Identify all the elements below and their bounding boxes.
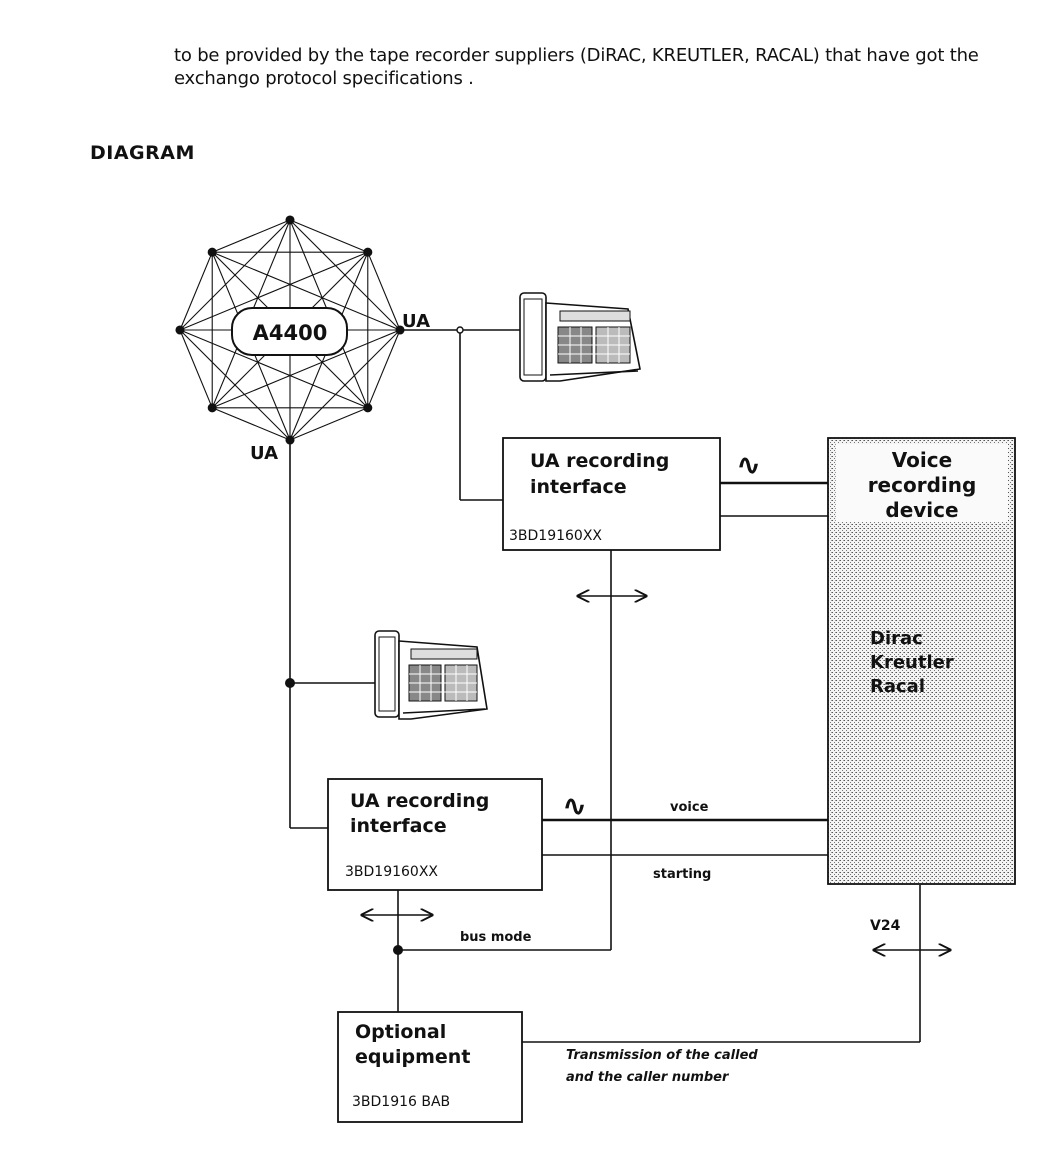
- mesh-node: [175, 325, 185, 335]
- mesh-link: [367, 329, 401, 408]
- mesh-link: [212, 407, 291, 441]
- wave-symbol: ∿: [736, 448, 761, 483]
- junction-dot: [393, 945, 403, 955]
- transmission-label: Transmission of the called: [566, 1048, 758, 1063]
- mesh-link: [289, 219, 368, 253]
- interface-title: interface: [530, 476, 627, 498]
- device-label: Voice: [892, 448, 952, 472]
- voice-line-label: voice: [670, 800, 709, 815]
- wave-symbol: ∿: [562, 789, 587, 824]
- mesh-link: [179, 329, 291, 441]
- device-label: device: [885, 498, 958, 522]
- mesh-node: [363, 403, 373, 413]
- optional-title: Optional: [355, 1021, 446, 1043]
- telephone-icon: [519, 292, 641, 382]
- mesh-link: [212, 329, 401, 409]
- mesh-link: [212, 219, 291, 253]
- interface-ref: 3BD19160XX: [345, 864, 438, 880]
- mesh-link: [179, 329, 368, 409]
- voice-recording-device: Voice recording device Dirac Kreutler Ra…: [827, 437, 1016, 885]
- mesh-node: [363, 247, 373, 257]
- supplier-label: Kreutler: [870, 652, 954, 673]
- supplier-label: Dirac: [870, 628, 923, 649]
- transmission-label: and the caller number: [566, 1070, 730, 1085]
- mesh-link: [179, 251, 368, 331]
- junction-dot: [285, 678, 295, 688]
- ua-recording-interface-bottom: UA recording interface 3BD19160XX: [327, 778, 543, 891]
- mesh-link: [179, 329, 213, 408]
- v24-label: V24: [870, 918, 901, 934]
- mesh-node: [207, 403, 217, 413]
- mesh-link: [212, 251, 401, 331]
- optional-equipment: Optional equipment 3BD1916 BAB: [337, 1011, 523, 1123]
- pbx-network-mesh: [175, 215, 405, 445]
- ua-bottom-label: UA: [250, 443, 278, 464]
- pbx-label: A4400: [253, 321, 328, 345]
- mesh-node: [285, 215, 295, 225]
- intro-text: to be provided by the tape recorder supp…: [174, 45, 979, 89]
- pbx-label-box: [231, 307, 348, 356]
- optional-ref: 3BD1916 BAB: [352, 1094, 450, 1110]
- interface-title: interface: [350, 815, 447, 837]
- interface-title: UA recording: [530, 450, 669, 472]
- device-label: recording: [868, 473, 977, 497]
- mesh-node: [207, 247, 217, 257]
- interface-title: UA recording: [350, 790, 489, 812]
- starting-line-label: starting: [653, 867, 711, 882]
- supplier-label: Racal: [870, 676, 925, 697]
- ua-right-label: UA: [402, 311, 430, 332]
- junction-dot: [456, 326, 464, 334]
- section-heading: DIAGRAM: [90, 142, 195, 164]
- mesh-link: [179, 252, 213, 331]
- mesh-link: [289, 407, 368, 441]
- connection-lines: [289, 329, 921, 1043]
- mesh-link: [367, 252, 401, 331]
- optional-title: equipment: [355, 1046, 470, 1068]
- ua-recording-interface-top: UA recording interface 3BD19160XX: [502, 437, 721, 551]
- telephone-icon: [374, 630, 488, 720]
- bus-mode-label: bus mode: [460, 930, 532, 945]
- interface-ref: 3BD19160XX: [509, 528, 602, 544]
